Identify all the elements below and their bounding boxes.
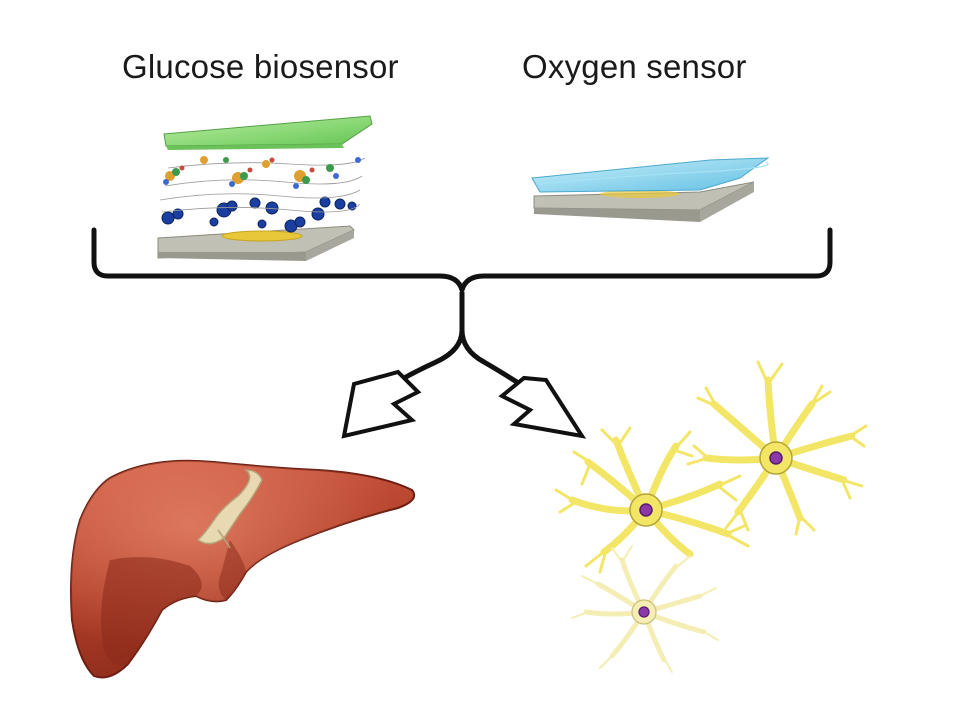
nucleus: [638, 606, 650, 618]
bracket: [91, 227, 833, 293]
glucose-biosensor-illustration: [157, 115, 373, 261]
nucleus: [639, 503, 653, 517]
glucose-electrode: [221, 230, 303, 242]
arrow-to-astrocytes: [459, 292, 587, 439]
glucose-biosensor-label: Glucose biosensor: [122, 48, 399, 85]
liver-illustration: [70, 459, 416, 679]
astrocyte-1: [554, 426, 750, 574]
enzyme-layer-colored: [163, 156, 361, 189]
arrow-to-liver: [341, 292, 465, 439]
glucose-membrane: [163, 115, 373, 147]
astrocyte-2: [686, 360, 868, 536]
astrocyte-cells-illustration: [554, 360, 868, 673]
nucleus: [769, 451, 783, 465]
astrocyte-3: [571, 545, 719, 673]
oxygen-sensor-illustration: [531, 157, 770, 222]
oxygen-sensor-label: Oxygen sensor: [522, 48, 747, 85]
polymer-mesh: [159, 157, 366, 213]
falciform-ligament: [196, 469, 263, 545]
enzyme-layer-blue: [161, 196, 357, 233]
